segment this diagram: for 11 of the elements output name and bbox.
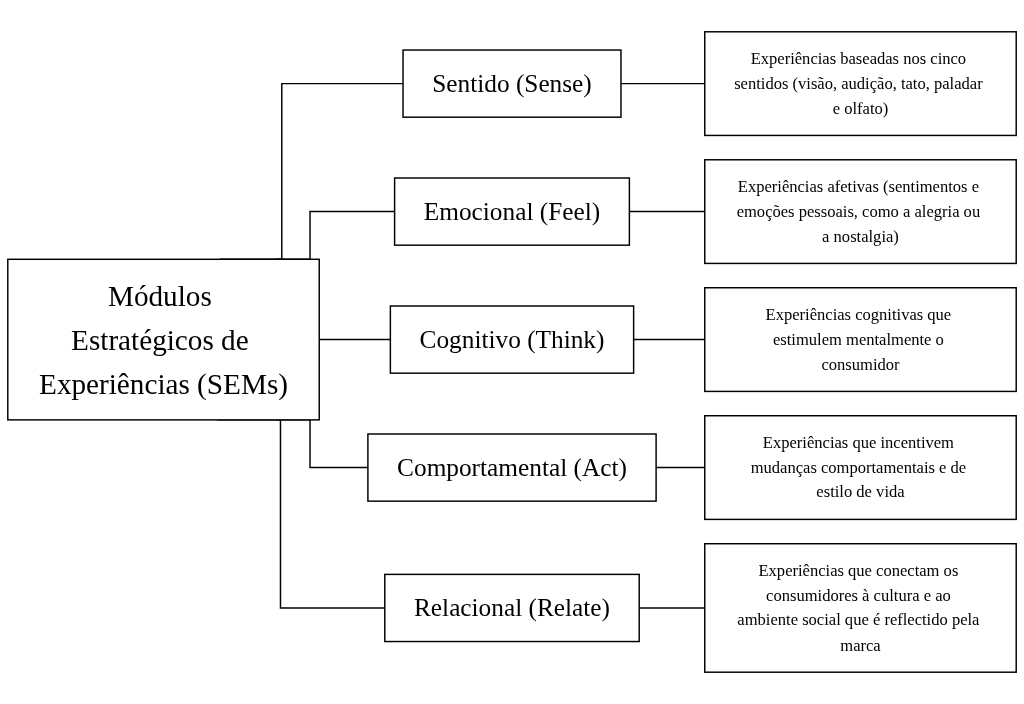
node-box: Experiências que conectam os consumidores à cultura e ao ambiente social que é reflectido pela marca [704, 543, 1017, 673]
node-box: Experiências que incentivem mudanças comportamentais e de estilo de vida [704, 415, 1017, 521]
node-box: Sentido (Sense) [402, 49, 622, 118]
node-box: Comportamental (Act) [367, 433, 657, 502]
node-box: Relacional (Relate) [384, 573, 640, 643]
node-box: Experiências cognitivas que estimulem mentalmente o consumidor [704, 287, 1017, 393]
node-box: Módulos Estratégicos de Experiências (SEMs) [7, 258, 320, 421]
node-box: Experiências afetivas (sentimentos e emoções pessoais, como a alegria ou a nostalgia) [704, 159, 1017, 265]
node-box: Cognitivo (Think) [389, 305, 635, 374]
node-box: Experiências baseadas nos cinco sentidos (visão, audição, tato, paladar e olfato) [704, 31, 1017, 137]
node-box: Emocional (Feel) [393, 177, 631, 246]
